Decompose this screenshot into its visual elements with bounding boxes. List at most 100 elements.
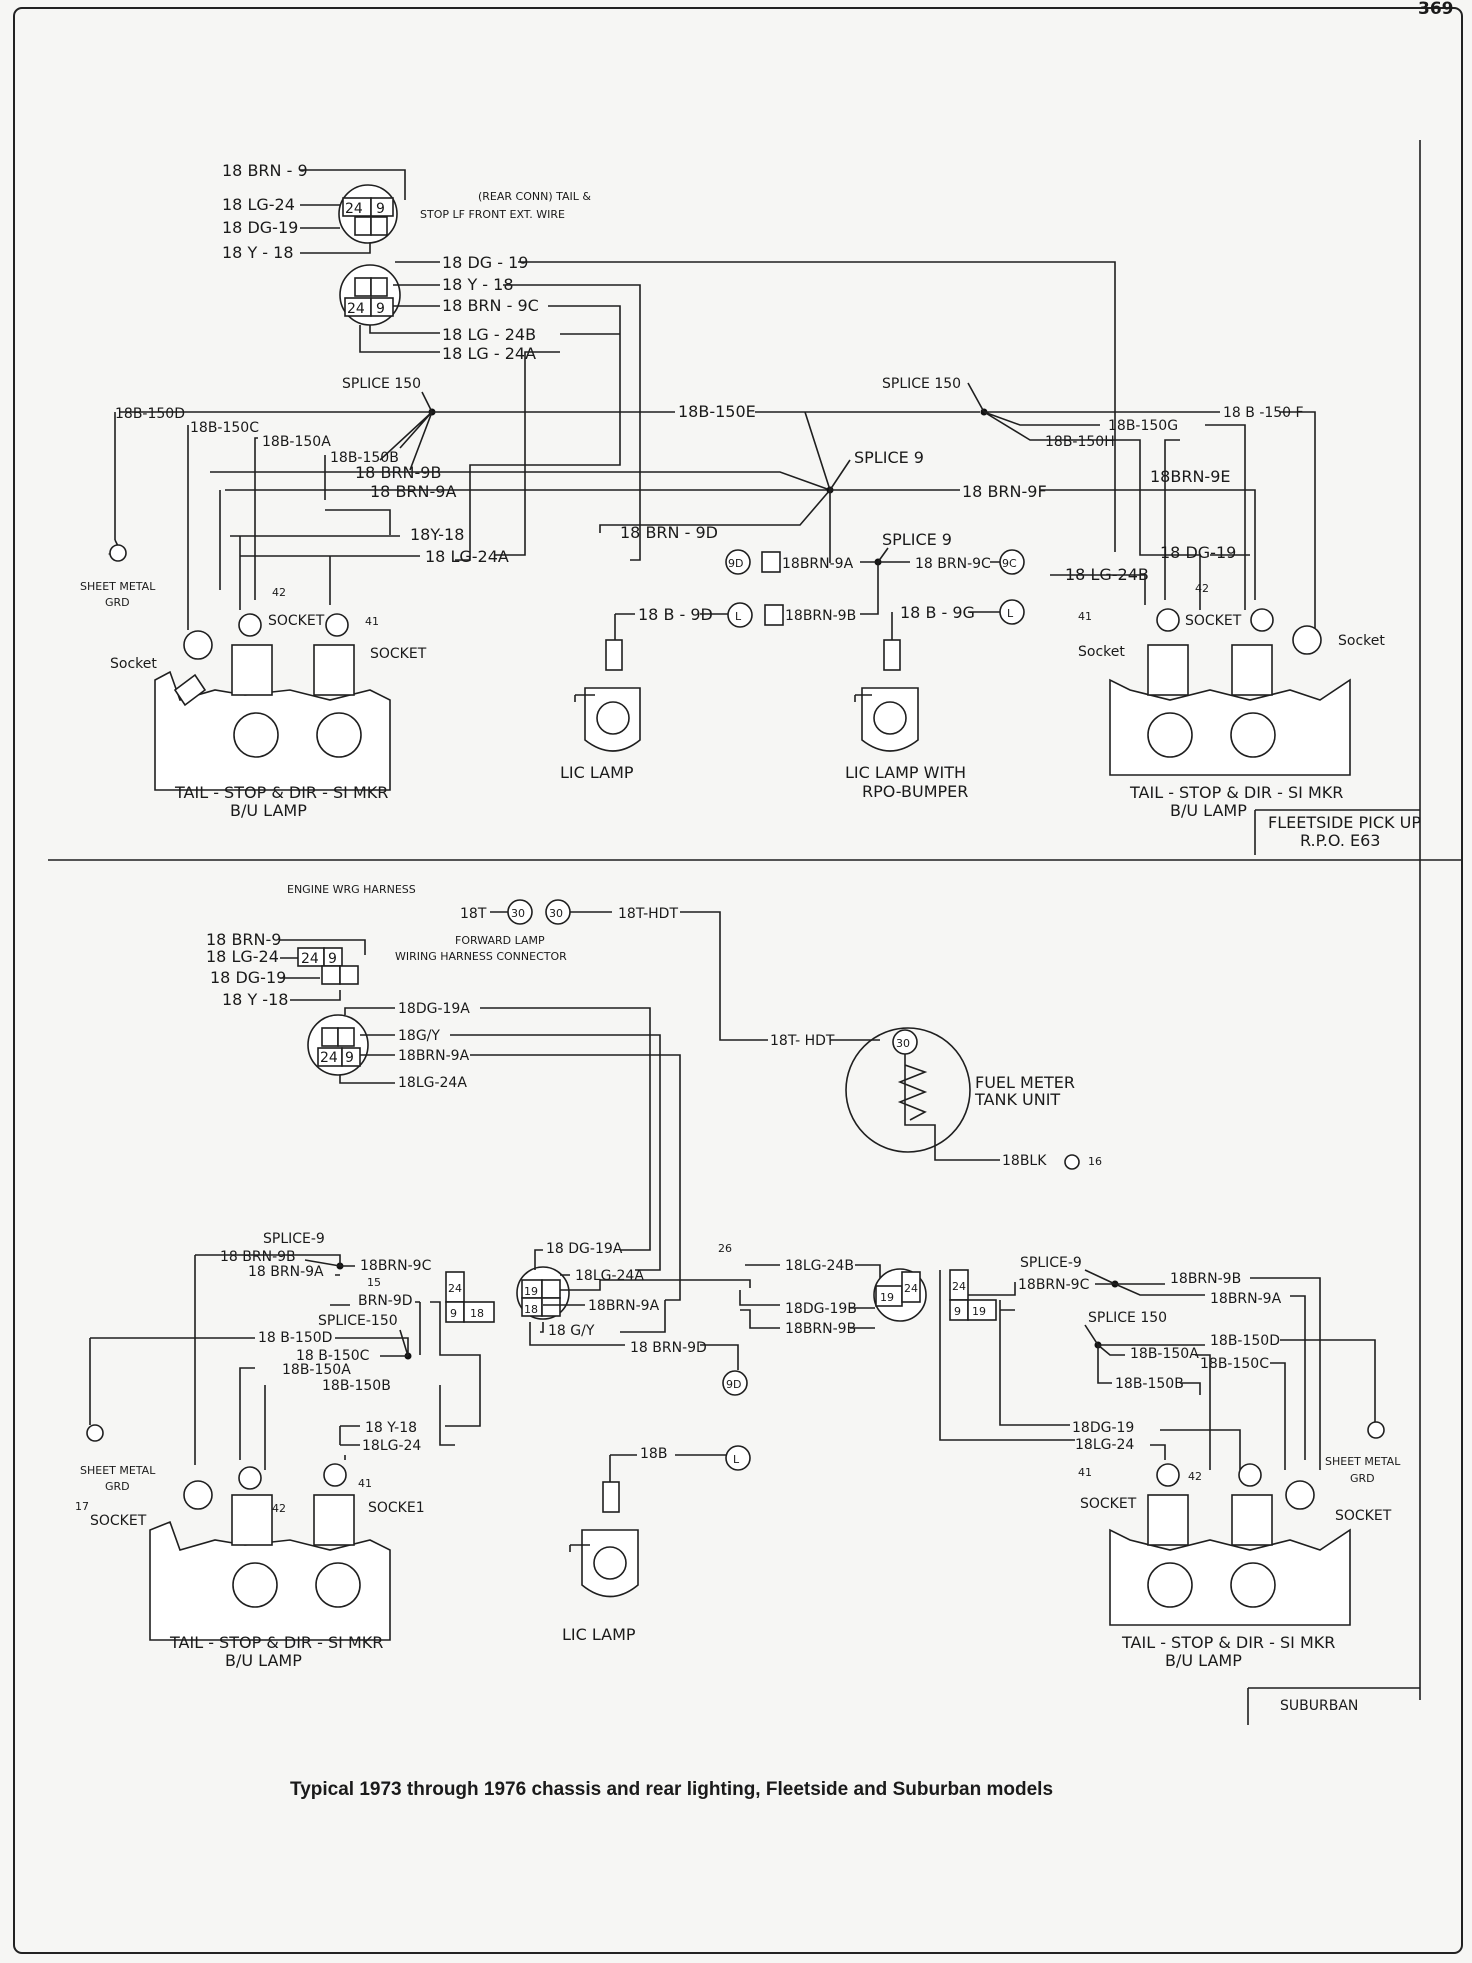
suburban-rear-connector: 24 9: [307, 1014, 369, 1076]
wire-label: 18B-150B: [322, 1378, 391, 1394]
wire: [359, 261, 1116, 561]
wire: [1084, 1324, 1376, 1470]
wire-label: 18 DG - 19: [442, 253, 528, 272]
svg-text:9D: 9D: [726, 1378, 741, 1391]
wire-label: 18LG-24: [362, 1438, 421, 1454]
svg-text:19: 19: [880, 1291, 894, 1304]
wire: [339, 1007, 681, 1301]
svg-text:9: 9: [345, 1050, 354, 1066]
lamp-label: B/U LAMP: [225, 1651, 302, 1670]
lamp-label: B/U LAMP: [1170, 801, 1247, 820]
svg-text:9: 9: [376, 301, 385, 317]
wire-label: 18B-150A: [262, 434, 331, 450]
wire-label: 18 BRN-9F: [962, 482, 1047, 501]
wire: [89, 1254, 481, 1470]
wire-label: 18 BRN-9: [206, 930, 281, 949]
lic-lamp-label: LIC LAMP: [562, 1625, 636, 1644]
wire-label: 18B-150C: [190, 420, 259, 436]
wire-label: 18G/Y: [398, 1028, 440, 1044]
lic-lamp-right: [854, 639, 919, 752]
lic-lamp-label: LIC LAMP WITH: [845, 763, 966, 782]
ground-label: GRD: [105, 596, 130, 609]
wire-label: 18LG-24A: [575, 1268, 644, 1284]
wire-label: 18 BRN-9B: [220, 1249, 296, 1265]
section-title: R.P.O. E63: [1300, 831, 1380, 850]
wire-label: 18DG-19A: [398, 1001, 470, 1017]
wire-label: 18B-150A: [282, 1362, 351, 1378]
svg-text:9: 9: [328, 951, 337, 967]
ground-label: SHEET METAL: [1325, 1455, 1401, 1468]
svg-text:L: L: [735, 610, 742, 623]
svg-text:24: 24: [952, 1280, 966, 1293]
wire: [280, 939, 366, 1001]
title-box: [1247, 1687, 1420, 1725]
svg-text:18: 18: [524, 1303, 538, 1316]
ref-number: 41: [1078, 610, 1092, 623]
fuel-meter-label: TANK UNIT: [974, 1090, 1060, 1109]
lic-lamp-label: RPO-BUMPER: [862, 782, 968, 801]
resistor-icon: [897, 1054, 1000, 1161]
lic-lamp-left: [574, 639, 641, 752]
ref-number: 42: [1195, 582, 1209, 595]
wire-label: 18B-150D: [115, 406, 185, 422]
ref-number: 42: [272, 1502, 286, 1515]
center-connector-mid: 19 18: [516, 1266, 570, 1320]
socket-label: SOCKET: [90, 1513, 147, 1529]
wire-label: 18 LG-24: [206, 947, 279, 966]
ground-icon: [1064, 1154, 1080, 1170]
wire-label: 18 Y-18: [365, 1420, 417, 1436]
socket-label: SOCKET: [1335, 1508, 1392, 1524]
svg-text:24: 24: [904, 1282, 918, 1295]
splice-label: SPLICE 150: [882, 376, 961, 392]
ref-number: 42: [272, 586, 286, 599]
harness-label: ENGINE WRG HARNESS: [287, 883, 416, 896]
suburban-section: ENGINE WRG HARNESS 18T 30 30 18T-HDT FOR…: [75, 883, 1420, 1725]
socket-label: SOCKET: [1185, 613, 1242, 629]
wire: [120, 391, 980, 471]
wire: [114, 412, 831, 630]
ground-icon: [86, 1424, 104, 1442]
svg-text:24: 24: [320, 1050, 338, 1066]
wire-label: 18 BRN-9A: [248, 1264, 324, 1280]
wire-label: 18BRN-9A: [588, 1298, 660, 1314]
wire-label: 18B-150D: [1210, 1333, 1280, 1349]
splice-label: SPLICE-9: [263, 1231, 325, 1247]
svg-text:18 B - 9G: 18 B - 9G: [900, 603, 975, 622]
svg-text:24: 24: [347, 301, 365, 317]
svg-text:18 BRN-9C: 18 BRN-9C: [915, 556, 991, 572]
wire-label: 18 DG-19: [1160, 543, 1236, 562]
splice-label: SPLICE-150: [318, 1313, 398, 1329]
wire-label: 18 DG-19: [222, 218, 298, 237]
figure-caption: Typical 1973 through 1976 chassis and re…: [290, 1779, 1053, 1800]
wire-label: 18Y-18: [410, 525, 464, 544]
wire-label: 18 LG - 24A: [442, 344, 536, 363]
lamp-label: TAIL - STOP & DIR - SI MKR: [169, 1633, 383, 1652]
wire-label: 18 BRN - 9D: [620, 523, 718, 542]
wire-label: 18 B -150 F: [1223, 405, 1304, 421]
svg-text:18 B - 9D: 18 B - 9D: [638, 605, 713, 624]
connector-l: [725, 1445, 751, 1471]
wire-label: 18 BRN - 9: [222, 161, 308, 180]
svg-text:L: L: [733, 1453, 740, 1466]
ref-number: 16: [1088, 1155, 1102, 1168]
ref-number: 41: [358, 1477, 372, 1490]
tail-lamp-assembly-right: [1109, 608, 1351, 776]
wire-label: 18B-150H: [1045, 434, 1115, 450]
ground-label: SHEET METAL: [80, 580, 156, 593]
wire-label: 18BLK: [1002, 1153, 1047, 1169]
ref-number: 41: [365, 615, 379, 628]
wire: [609, 1454, 726, 1482]
title-box: [1254, 809, 1420, 855]
splice-label: SPLICE 150: [1088, 1310, 1167, 1326]
wire-label: 18 DG-19: [210, 968, 286, 987]
wire-label: 18DG-19: [1072, 1420, 1134, 1436]
ref-number: 17: [75, 1500, 89, 1513]
wire: [300, 169, 406, 254]
svg-text:24: 24: [345, 201, 363, 217]
lic-lamp-suburban: [569, 1481, 639, 1598]
svg-text:24: 24: [301, 951, 319, 967]
page-border: [13, 7, 1463, 1954]
wire: [490, 911, 880, 1041]
